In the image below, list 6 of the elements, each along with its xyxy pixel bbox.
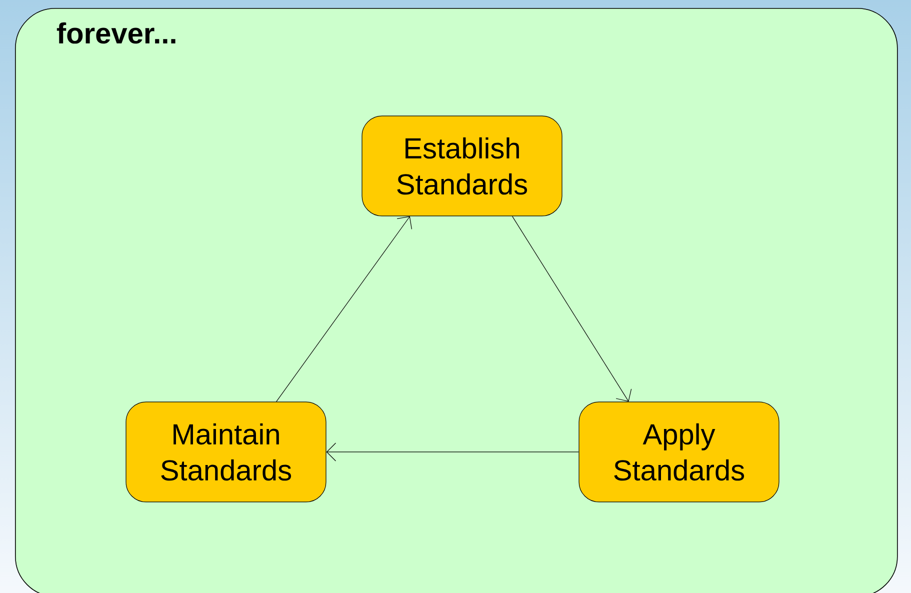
arrow <box>512 216 632 402</box>
process-box: Apply Standards <box>578 402 780 502</box>
process-box: Establish Standards <box>362 116 562 216</box>
arrow <box>276 216 412 402</box>
process-box: Maintain Standards <box>126 402 326 502</box>
arrow <box>326 442 579 462</box>
